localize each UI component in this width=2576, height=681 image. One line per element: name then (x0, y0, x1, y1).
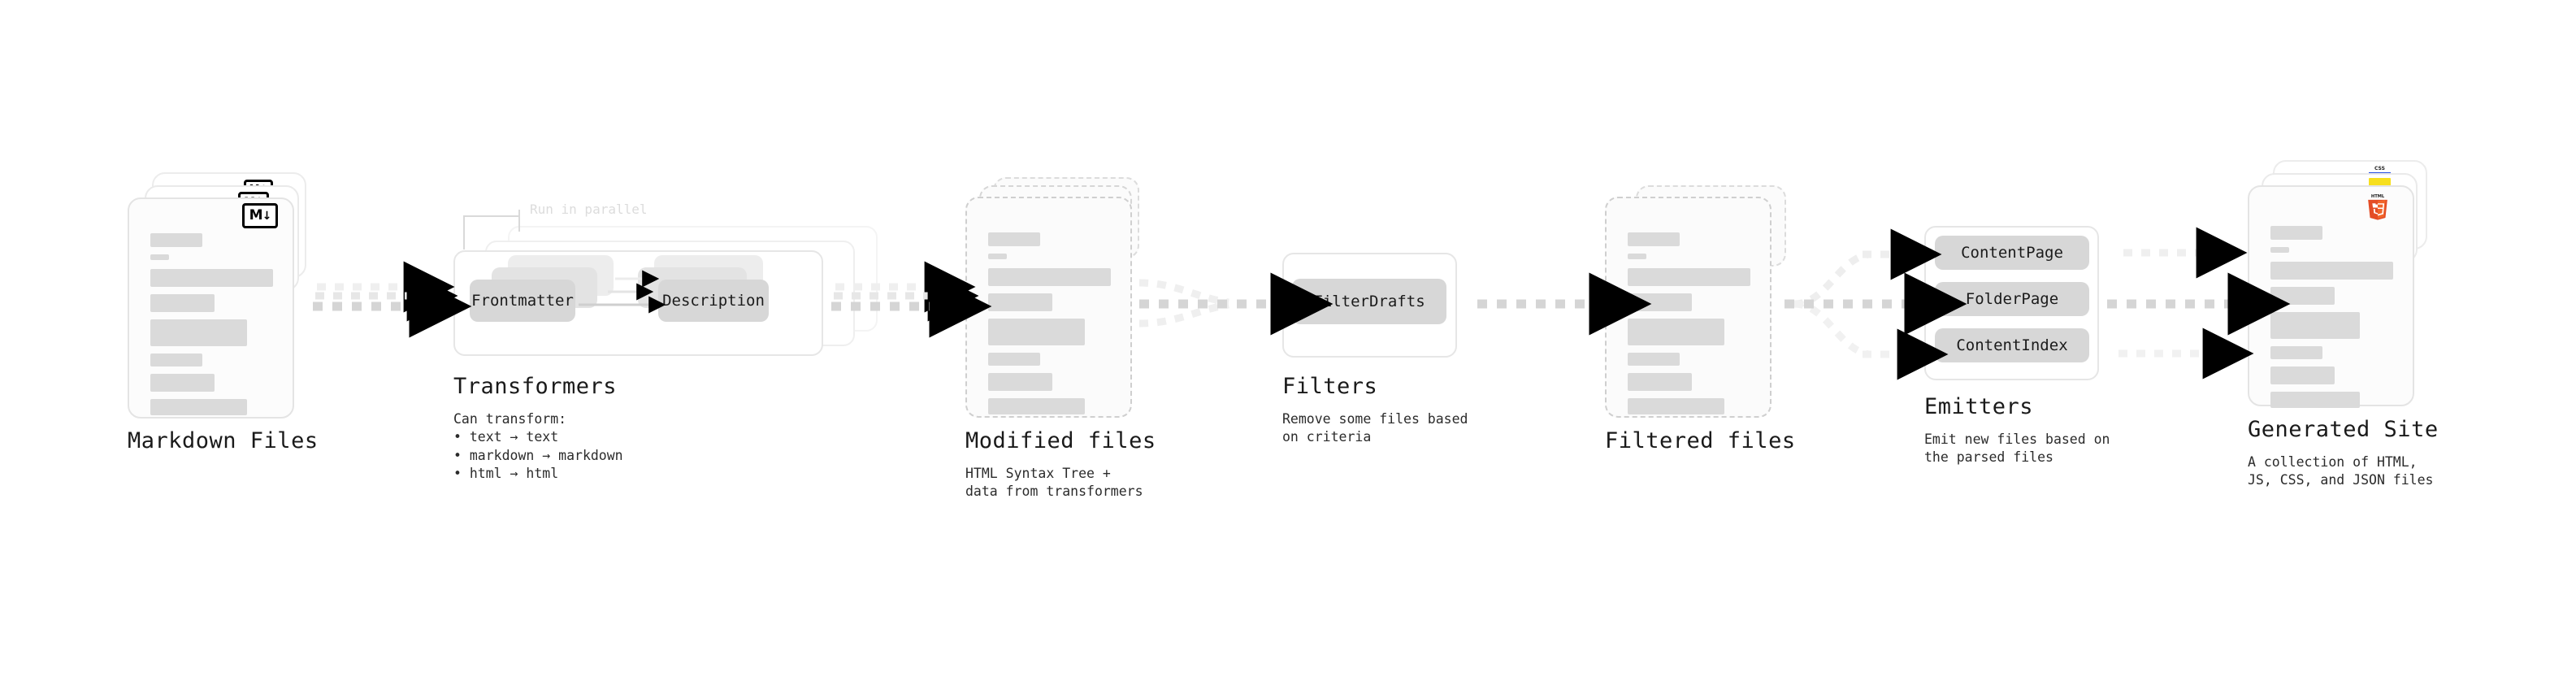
doc-line (150, 374, 215, 392)
stage-subtitle: Can transform: • text → text • markdown … (453, 411, 623, 481)
stage-subtitle: A collection of HTML, JS, CSS, and JSON … (2248, 454, 2434, 488)
stage-title: Filtered files (1605, 428, 1796, 453)
markdown-file-lines (150, 233, 273, 423)
emitter-pill-contentindex[interactable]: ContentIndex (1935, 328, 2089, 362)
generated-site-lines (2270, 226, 2393, 415)
stage-subtitle: Emit new files based on the parsed files (1924, 432, 2110, 466)
caption-filters: Filters Remove some files based on crite… (1282, 374, 1468, 447)
doc-line (2270, 346, 2322, 359)
doc-line (988, 353, 1040, 366)
doc-line (988, 373, 1052, 391)
doc-line (988, 268, 1111, 286)
stage-title: Transformers (453, 374, 618, 399)
run-in-parallel-label: Run in parallel (530, 202, 648, 217)
modified-file-card (965, 197, 1132, 418)
filtered-file-lines (1628, 232, 1750, 422)
filter-pill-filterdrafts[interactable]: FilterDrafts (1292, 279, 1446, 324)
doc-line (150, 254, 169, 260)
doc-line (150, 354, 202, 367)
markdown-badge-arrow: ↓ (262, 209, 272, 223)
pill-label: FolderPage (1965, 290, 2059, 308)
markdown-badge-letter: M (249, 207, 263, 223)
stage-subtitle: Remove some files based on criteria (1282, 411, 1468, 445)
stage-subtitle: HTML Syntax Tree + data from transformer… (965, 466, 1143, 500)
caption-transformers: Transformers Can transform: • text → tex… (453, 374, 623, 483)
pill-label: ContentIndex (1956, 336, 2068, 354)
emitter-pill-contentpage[interactable]: ContentPage (1935, 236, 2089, 270)
doc-line (988, 232, 1040, 246)
arrow-emitters-to-site (2107, 227, 2291, 380)
stage-title: Modified files (965, 428, 1156, 453)
doc-line (2270, 312, 2360, 339)
arrow-markdown-to-transformers (313, 261, 472, 338)
pill-label: FilterDrafts (1313, 293, 1425, 310)
doc-line (2270, 226, 2322, 240)
doc-line (1628, 398, 1724, 414)
stage-title: Generated Site (2248, 417, 2439, 442)
pill-label: ContentPage (1961, 244, 2063, 262)
pill-label: Frontmatter (471, 292, 574, 310)
doc-line (2270, 247, 2289, 253)
doc-line (1628, 232, 1680, 246)
stage-title: Filters (1282, 374, 1378, 399)
caption-modified-files: Modified files HTML Syntax Tree + data f… (965, 428, 1156, 501)
filtered-file-card (1605, 197, 1772, 418)
doc-line (1628, 373, 1692, 391)
html5-shield-svg: HTML (2368, 194, 2387, 220)
doc-line (1628, 319, 1724, 345)
caption-emitters: Emitters Emit new files based on the par… (1924, 394, 2110, 467)
caption-filtered-files: Filtered files (1605, 428, 1796, 453)
caption-generated-site: Generated Site A collection of HTML, JS,… (2248, 417, 2439, 490)
stage-title: Markdown Files (128, 428, 319, 453)
doc-line (150, 233, 202, 247)
doc-line (988, 398, 1085, 414)
stage-title: Emitters (1924, 394, 2034, 419)
doc-line (1628, 353, 1680, 366)
doc-line (2270, 392, 2360, 408)
transformer-pill-description[interactable]: Description (658, 280, 769, 322)
emitter-pill-folderpage[interactable]: FolderPage (1935, 282, 2089, 316)
doc-line (1628, 268, 1750, 286)
markdown-badge: M↓ (242, 203, 278, 228)
svg-text:HTML: HTML (2371, 194, 2385, 199)
modified-file-lines (988, 232, 1111, 422)
doc-line (150, 319, 247, 346)
doc-line (2270, 287, 2335, 305)
doc-line (150, 294, 215, 312)
doc-line (1628, 254, 1646, 259)
doc-line (150, 399, 247, 415)
arrow-modified-to-filters (1138, 272, 1334, 336)
css-badge-label: CSS (2374, 166, 2385, 171)
pill-label: Description (662, 292, 765, 310)
doc-line (988, 293, 1052, 311)
html5-icon: HTML (2366, 193, 2390, 220)
doc-line (2270, 367, 2335, 384)
markdown-file-card (128, 197, 294, 419)
doc-line (150, 269, 273, 287)
transformer-pill-frontmatter[interactable]: Frontmatter (470, 280, 575, 322)
doc-line (1628, 293, 1692, 311)
arrow-filtered-to-emitters (1785, 228, 1967, 380)
doc-line (988, 319, 1085, 345)
doc-line (2270, 262, 2393, 280)
caption-markdown-files: Markdown Files (128, 428, 319, 453)
doc-line (988, 254, 1007, 259)
